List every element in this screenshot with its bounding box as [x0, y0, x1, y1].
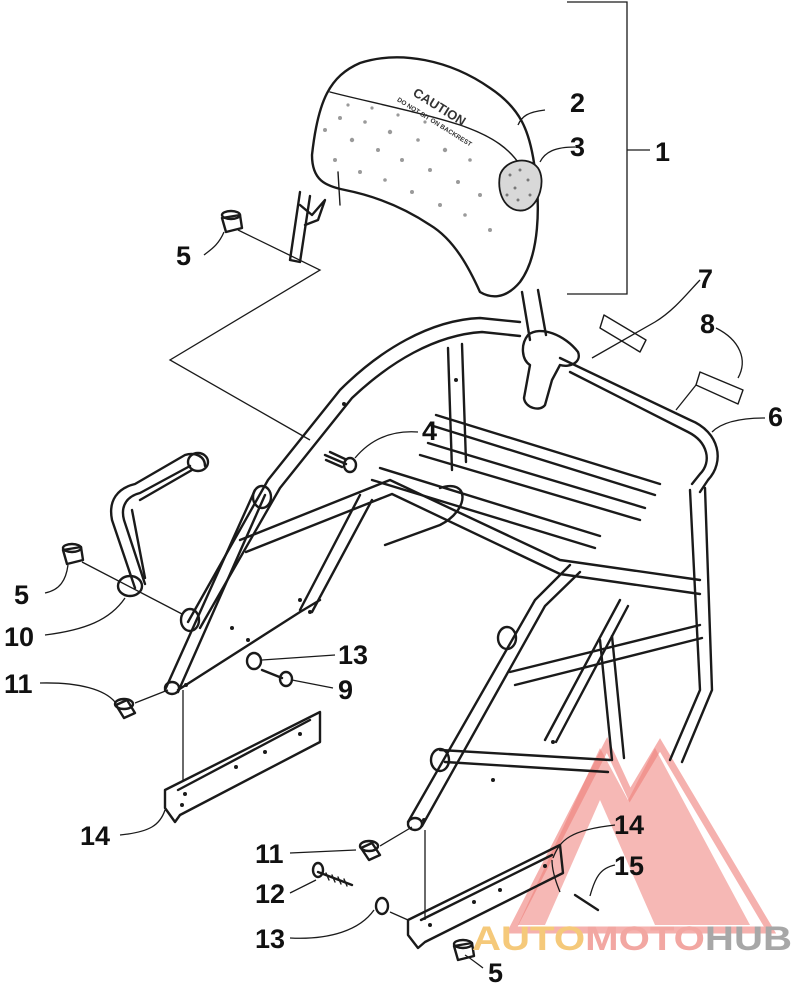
rack-right-cross: [508, 623, 704, 687]
pin-15: [573, 893, 600, 912]
rack-left-leg-base: [176, 598, 322, 692]
backrest-right-post: [520, 288, 548, 342]
callout-14-left: 14: [80, 821, 110, 851]
backrest-assembly: CAUTION DO NOT SIT ON BACKREST: [288, 56, 580, 410]
bolt-9: [260, 668, 294, 688]
washer-13-bottom: [374, 896, 390, 916]
callout-14-right: 14: [614, 810, 644, 840]
callout-5-left: 5: [14, 580, 29, 610]
rack-front-right-leg: [406, 563, 582, 828]
leader-lines: [39, 109, 766, 969]
handle-inner-2: [130, 468, 194, 580]
callout-labels: 1 2 3 4 5 5 5 6 7 8 9 10 11 11 12 13 13 …: [4, 88, 783, 988]
decal-7: [599, 314, 647, 353]
callout-13-top: 13: [338, 640, 368, 670]
cap-11-right: [358, 839, 382, 862]
rack-leg-end-left: [163, 680, 181, 696]
rack-right-rail: [558, 356, 719, 494]
bolt-12: [311, 861, 354, 887]
decal-8: [695, 371, 744, 405]
watermark-word-moto: MOTO: [585, 920, 705, 958]
rack-tab-1: [251, 484, 273, 510]
watermark-logo: [506, 737, 777, 934]
callout-7: 7: [698, 264, 713, 294]
rack-tab-3: [496, 625, 518, 651]
backrest-patch: [498, 159, 543, 212]
callout-4: 4: [422, 416, 437, 446]
rack-front-right-post: [668, 486, 714, 764]
handle-outer: [109, 452, 207, 590]
callout-1-bracket: [567, 1, 650, 295]
backrest-zipper: [337, 171, 341, 206]
washer-13-top: [245, 651, 263, 671]
callout-11-left: 11: [4, 669, 33, 699]
rack-leg-end-right: [406, 816, 424, 832]
nut-5-bottom: [452, 938, 476, 962]
rack-tab-4: [429, 747, 451, 773]
cap-11-left: [113, 697, 137, 720]
bolt-4: [323, 450, 358, 474]
callout-12: 12: [255, 879, 285, 909]
rack-top-rail-inner: [198, 330, 522, 630]
watermark-word-hub: HUB: [705, 920, 792, 958]
mount-bracket-left: [163, 710, 322, 824]
backrest-right-bracket: [521, 329, 580, 410]
callout-11-right: 11: [255, 839, 284, 869]
watermark-word-auto: AUTO: [472, 920, 585, 958]
callout-13-bottom: 13: [255, 924, 285, 954]
callout-5-bottom: 5: [488, 958, 503, 988]
rack-front-rail: [238, 478, 702, 582]
nut-5-top: [220, 209, 244, 234]
callout-6: 6: [768, 402, 783, 432]
rack-slat-2: [418, 453, 642, 522]
rack-left-riser: [446, 342, 468, 472]
rack-right-diag-2: [598, 634, 626, 762]
grab-handle: [109, 451, 210, 598]
rack-holes: [184, 378, 555, 822]
rack-left-leg: [163, 488, 267, 694]
backrest-left-bracket: [298, 198, 327, 227]
backrest-left-post: [288, 190, 312, 264]
rack-front-right-brace: [438, 748, 612, 774]
backrest-cushion: [310, 56, 539, 298]
rack-top-rail-outer: [186, 316, 522, 624]
callout-2: 2: [570, 88, 585, 118]
rack-underside: [383, 485, 464, 547]
watermark-triangle-outline-icon: [506, 737, 777, 934]
callout-10: 10: [4, 622, 34, 652]
rack-slat-3: [428, 423, 657, 497]
callout-3: 3: [570, 132, 585, 162]
backrest-seam: [329, 91, 521, 166]
rack-slat-3b: [434, 413, 662, 486]
rack-slat-1b: [378, 466, 602, 538]
patch-texture: [505, 168, 532, 202]
rack-tab-2: [179, 607, 201, 633]
callout-15: 15: [614, 851, 644, 881]
rack-front-right-diag: [543, 598, 630, 744]
callout-8: 8: [700, 309, 715, 339]
handle-end-top: [186, 451, 210, 473]
callout-1: 1: [655, 137, 670, 167]
callout-9: 9: [338, 675, 353, 705]
caution-label: CAUTION DO NOT SIT ON BACKREST: [396, 85, 473, 149]
rack-right-rail-inner: [568, 370, 708, 486]
rack-slat-2b: [426, 441, 647, 510]
rack-frame: [163, 316, 719, 832]
callout-5-top: 5: [176, 241, 191, 271]
handle-inner: [121, 464, 192, 586]
backrest-texture: [323, 103, 492, 232]
nut-5-left: [61, 542, 85, 566]
rack-front-rail-inner: [244, 492, 702, 596]
watermark-triangle-icon: [518, 748, 750, 925]
rack-left-riser-2: [298, 493, 374, 614]
handle-end-bottom: [116, 574, 144, 598]
rack-slat-1: [370, 478, 597, 550]
